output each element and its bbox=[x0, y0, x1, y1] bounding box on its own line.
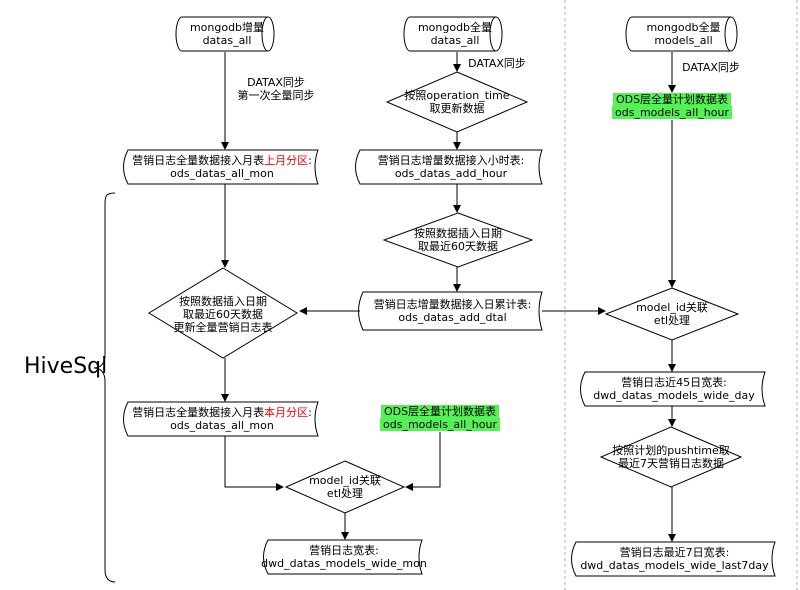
left-source-line1: mongodb增量 bbox=[189, 21, 265, 34]
middle-update-node[interactable]: 按照operation_time 取更新数据 bbox=[397, 88, 517, 116]
left-mon-table2-partition: 本月分区 bbox=[264, 406, 309, 419]
middle-hour-table-line2: ods_datas_add_hour bbox=[394, 167, 508, 180]
left-decision-line3: 更新全量营销日志表 bbox=[173, 320, 273, 334]
right-join-line2: etl处理 bbox=[653, 314, 691, 327]
left-mon-table-suffix: : bbox=[308, 154, 312, 167]
cylinder-left-source bbox=[175, 16, 275, 52]
left-sync-line2: 第一次全量同步 bbox=[237, 89, 315, 102]
arrow-left-mon2-to-join bbox=[224, 436, 284, 491]
left-sync-line1: DATAX同步 bbox=[247, 76, 305, 89]
right-filter-line2: 最近7天营销日志数据 bbox=[618, 457, 724, 470]
right-wide-7day-line2: dwd_datas_models_wide_last7day bbox=[580, 559, 769, 572]
middle-dtal-table-node[interactable]: 营销日志增量数据接入日累计表: ods_datas_add_dtal bbox=[357, 292, 548, 330]
middle-recent-node[interactable]: 按照数据插入日期 取最近60天数据 bbox=[403, 226, 513, 254]
left-mon-table-prefix: 营销日志全量数据接入月表 bbox=[132, 154, 265, 167]
left-mon-table2-node[interactable]: 营销日志全量数据接入月表本月分区: ods_datas_all_mon bbox=[122, 402, 322, 436]
cylinder-middle-source bbox=[403, 16, 503, 52]
right-wide-day-line1: 营销日志近45日宽表: bbox=[621, 376, 727, 389]
left-mon-table2-line2: ods_datas_all_mon bbox=[170, 419, 274, 432]
left-mon-table-node[interactable]: 营销日志全量数据接入月表上月分区: ods_datas_all_mon bbox=[122, 150, 322, 184]
middle-dtal-table-line1: 营销日志增量数据接入日累计表: bbox=[373, 298, 532, 311]
middle-update-line1: 按照operation_time bbox=[404, 89, 510, 102]
right-source-line1: mongodb全量 bbox=[646, 21, 721, 34]
middle-source-line1: mongodb全量 bbox=[417, 21, 493, 34]
left-mon-table2-prefix: 营销日志全量数据接入月表 bbox=[132, 406, 265, 419]
left-decision-line1: 按照数据插入日期 bbox=[179, 294, 267, 308]
right-join-line1: model_id关联 bbox=[636, 301, 708, 314]
left-join-line1: model_id关联 bbox=[309, 474, 381, 487]
right-wide-7day-line1: 营销日志最近7日宽表: bbox=[619, 546, 730, 559]
middle-source-node[interactable]: mongodb全量 datas_all bbox=[408, 17, 502, 51]
middle-hour-table-line1: 营销日志增量数据接入小时表: bbox=[377, 154, 525, 167]
shape-left-wide bbox=[263, 539, 423, 575]
cylinder-right-source bbox=[625, 16, 738, 52]
left-join-line2: etl处理 bbox=[326, 487, 364, 500]
left-mon-table-partition: 上月分区 bbox=[264, 154, 309, 167]
left-decision-line2: 取最近60天数据 bbox=[183, 307, 263, 321]
shape-left-mon-table2 bbox=[123, 401, 319, 437]
middle-update-line2: 取更新数据 bbox=[429, 102, 485, 115]
left-source-line2: datas_all bbox=[202, 34, 252, 47]
right-filter-line1: 按照计划的pushtime取 bbox=[612, 444, 730, 457]
right-plan-table-node[interactable]: ODS层全量计划数据表 ods_models_all_hour bbox=[592, 92, 752, 120]
shape-middle-dtal-table bbox=[358, 291, 543, 331]
left-wide-node[interactable]: 营销日志宽表: dwd_datas_models_wide_mon bbox=[261, 540, 427, 574]
middle-hour-table-node[interactable]: 营销日志增量数据接入小时表: ods_datas_add_hour bbox=[354, 150, 548, 184]
shape-right-wide-day bbox=[580, 371, 766, 407]
diamond-middle-recent bbox=[382, 212, 534, 268]
left-mon-table-line2: ods_datas_all_mon bbox=[170, 167, 274, 180]
left-mon-table2-suffix: : bbox=[308, 406, 312, 419]
middle-dtal-table-line2: ods_datas_add_dtal bbox=[398, 311, 507, 324]
left-plan-table-line1: ODS层全量计划数据表 bbox=[380, 405, 500, 418]
left-mon-table2-line1: 营销日志全量数据接入月表本月分区: bbox=[132, 406, 312, 419]
right-source-line2: models_all bbox=[654, 34, 713, 47]
left-plan-table-node[interactable]: ODS层全量计划数据表 ods_models_all_hour bbox=[360, 404, 520, 432]
right-join-node[interactable]: model_id关联 etl处理 bbox=[622, 300, 722, 328]
right-wide-7day-node[interactable]: 营销日志最近7日宽表: dwd_datas_models_wide_last7d… bbox=[570, 542, 779, 576]
diamond-left-decision bbox=[148, 267, 298, 359]
left-wide-line2: dwd_datas_models_wide_mon bbox=[261, 557, 427, 570]
middle-sync-label: DATAX同步 bbox=[468, 57, 526, 70]
right-plan-table-line1: ODS层全量计划数据表 bbox=[612, 93, 732, 106]
arrow-left-plan-to-join bbox=[405, 432, 441, 491]
shape-middle-hour-table bbox=[355, 149, 543, 185]
left-join-node[interactable]: model_id关联 etl处理 bbox=[295, 474, 395, 500]
left-source-node[interactable]: mongodb增量 datas_all bbox=[180, 17, 274, 51]
left-mon-table-line1: 营销日志全量数据接入月表上月分区: bbox=[132, 154, 312, 167]
shape-right-wide-7day bbox=[571, 541, 776, 577]
right-wide-day-line2: dwd_datas_models_wide_day bbox=[593, 389, 755, 402]
right-plan-table-line2: ods_models_all_hour bbox=[612, 106, 732, 119]
hivesql-label: HiveSql bbox=[24, 354, 108, 379]
left-sync-label: DATAX同步 第一次全量同步 bbox=[216, 76, 336, 102]
diamond-right-filter bbox=[599, 426, 743, 488]
shape-left-mon-table bbox=[123, 149, 319, 185]
hivesql-brace bbox=[93, 192, 116, 583]
right-sync-label: DATAX同步 bbox=[682, 61, 740, 74]
right-filter-node[interactable]: 按照计划的pushtime取 最近7天营销日志数据 bbox=[606, 443, 736, 471]
left-decision-node[interactable]: 按照数据插入日期 取最近60天数据 更新全量营销日志表 bbox=[163, 292, 283, 336]
middle-recent-line2: 取最近60天数据 bbox=[418, 240, 498, 253]
left-wide-line1: 营销日志宽表: bbox=[309, 544, 379, 557]
right-source-node[interactable]: mongodb全量 models_all bbox=[630, 17, 737, 51]
right-wide-day-node[interactable]: 营销日志近45日宽表: dwd_datas_models_wide_day bbox=[579, 372, 769, 406]
left-plan-table-line2: ods_models_all_hour bbox=[380, 418, 500, 431]
middle-recent-line1: 按照数据插入日期 bbox=[414, 227, 502, 240]
middle-source-line2: datas_all bbox=[430, 34, 480, 47]
